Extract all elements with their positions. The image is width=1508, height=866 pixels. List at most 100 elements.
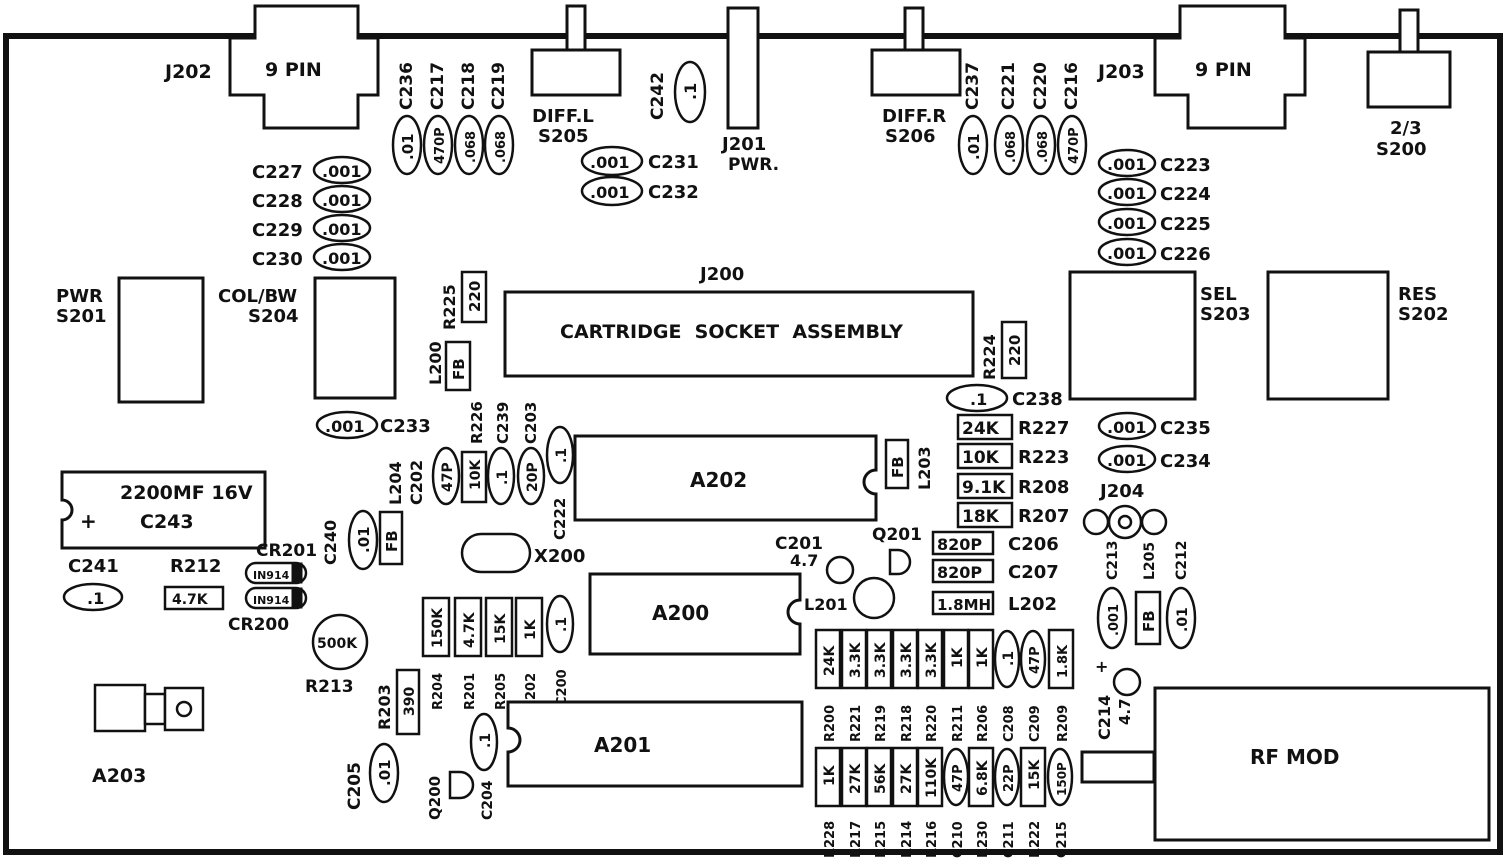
svg-text:C228: C228 [252, 191, 303, 212]
svg-text:C225: C225 [1160, 214, 1211, 235]
resistor-r208: 9.1K R208 [956, 472, 1069, 500]
svg-text:L201: L201 [804, 595, 848, 614]
svg-text:C238: C238 [1012, 389, 1063, 410]
svg-text:R208: R208 [1018, 477, 1069, 498]
cap-c202: 47P C202 [407, 446, 461, 506]
svg-text:R228: R228 [823, 821, 838, 858]
svg-text:9.1K: 9.1K [962, 478, 1006, 498]
svg-text:IN914: IN914 [253, 569, 290, 582]
left-cap-stack: .001 C227 .001 C228 .001 C229 .001 C230 [252, 155, 372, 272]
resistor-r209: 1.8K R209 [1047, 628, 1075, 742]
svg-text:10K: 10K [962, 448, 1000, 468]
inductor-l204: FB L204 [378, 461, 405, 566]
svg-text:.001: .001 [322, 220, 361, 239]
cap-c201: C201 4.7 [775, 534, 855, 585]
svg-text:R218: R218 [900, 705, 915, 742]
svg-text:FB: FB [450, 358, 468, 380]
cap-c205: .01 C205 [345, 742, 400, 810]
cap-c212: .01 C212 [1165, 541, 1197, 650]
svg-text:C220: C220 [1031, 62, 1051, 110]
s202-switch: RES S202 [1266, 270, 1449, 401]
svg-text:4.7: 4.7 [1116, 698, 1134, 725]
inductor-l201: L201 [804, 576, 896, 620]
resistor-r201: 4.7K R201 [453, 596, 483, 710]
svg-text:FB: FB [1140, 610, 1158, 632]
svg-text:CARTRIDGE SOCKET ASSEMBLY: CARTRIDGE SOCKET ASSEMBLY [560, 321, 903, 343]
svg-text:C213: C213 [1105, 541, 1121, 581]
svg-text:R200: R200 [823, 705, 838, 742]
inductor-l202: 1.8MH L202 [931, 590, 1057, 616]
cap-c236: .01 C236 [391, 62, 423, 176]
svg-text:C210: C210 [951, 821, 966, 858]
s206-switch: DIFF.R S206 [870, 6, 962, 147]
chip-a202: A202 [573, 434, 878, 522]
svg-text:150P: 150P [1055, 762, 1069, 796]
svg-text:C221: C221 [999, 62, 1019, 110]
svg-text:.01: .01 [399, 133, 417, 160]
svg-text:1.8K: 1.8K [1056, 644, 1071, 678]
transistor-q200: Q200 [426, 770, 475, 820]
svg-text:L202: L202 [1008, 594, 1057, 615]
svg-text:C203: C203 [522, 402, 540, 444]
cap-c241: .1 C241 [62, 556, 124, 612]
j202-label: 9 PIN [265, 59, 322, 81]
svg-text:CR200: CR200 [228, 615, 289, 635]
svg-text:22P: 22P [1002, 764, 1017, 792]
svg-text:C235: C235 [1160, 418, 1211, 439]
resistor-r225: 220 R225 [440, 270, 488, 330]
svg-text:R205: R205 [494, 673, 509, 710]
bottom-row-lower: 1K R228 27K R217 56K R215 27K R214 110K … [814, 746, 1074, 858]
svg-text:A201: A201 [594, 733, 651, 757]
svg-text:S201: S201 [56, 306, 107, 327]
svg-text:R227: R227 [1018, 418, 1069, 439]
svg-text:C208: C208 [1002, 705, 1017, 742]
svg-text:L204: L204 [386, 461, 405, 505]
svg-text:CR201: CR201 [256, 541, 317, 561]
cap-c220: .068 C220 [1025, 62, 1057, 176]
cap-c200: .1 C200 [545, 594, 575, 706]
resistor-r220: 3.3K R220 [916, 628, 944, 742]
j201-ref: J201 [720, 134, 766, 155]
resistor-r218: 3.3K R218 [891, 628, 919, 742]
s206-ref: S206 [885, 126, 936, 147]
svg-text:.068: .068 [464, 131, 479, 163]
resistor-r219: 3.3K R219 [865, 628, 893, 742]
electrolytic-c243: 2200MF 16V + C243 [60, 470, 267, 550]
s205-switch: DIFF.L S205 [530, 4, 622, 147]
svg-text:150K: 150K [430, 607, 446, 648]
resistor-r205: 15K R205 [484, 596, 514, 710]
svg-text:C219: C219 [489, 62, 509, 110]
svg-text:SEL: SEL [1200, 284, 1237, 305]
cap-c223: .001 C223 [1097, 148, 1211, 178]
cap-c226: .001 C226 [1097, 237, 1211, 267]
s204-switch: COL/BW S204 [218, 276, 397, 400]
resistor-r226: 10K R226 [460, 401, 488, 504]
svg-text:.001: .001 [590, 153, 629, 172]
svg-text:.1: .1 [495, 470, 511, 485]
svg-text:RES: RES [1398, 284, 1437, 305]
bottom-row-upper: 24K R200 3.3K R221 3.3K R219 3.3K R218 3… [814, 628, 1075, 742]
cap-c217: 470P C217 [422, 62, 454, 176]
svg-text:C241: C241 [68, 556, 119, 577]
inductor-l200: FB L200 [426, 340, 472, 392]
cap-c203: 20P C203 [516, 402, 546, 506]
svg-text:COL/BW: COL/BW [218, 286, 297, 307]
svg-text:.001: .001 [1107, 184, 1146, 203]
cap-c242: .1 C242 [648, 60, 707, 124]
j203-ref: J203 [1096, 61, 1145, 83]
cap-c228: .001 C228 [252, 184, 372, 214]
svg-text:C224: C224 [1160, 184, 1211, 205]
svg-text:.001: .001 [322, 162, 361, 181]
j204-connector: J204 [1082, 481, 1168, 540]
svg-text:.001: .001 [1107, 451, 1146, 470]
svg-text:1K: 1K [523, 618, 539, 640]
resistor-r214: 27K R214 [891, 746, 919, 858]
resistor-r216: 110K R216 [916, 746, 944, 858]
resistor-r200: 24K R200 [814, 628, 842, 742]
cap-c218: .068 C218 [453, 62, 485, 176]
svg-text:390: 390 [402, 687, 418, 716]
svg-text:820P: 820P [937, 563, 982, 582]
svg-text:.001: .001 [322, 191, 361, 210]
svg-text:FB: FB [383, 530, 401, 552]
s206-name: DIFF.R [882, 106, 946, 127]
